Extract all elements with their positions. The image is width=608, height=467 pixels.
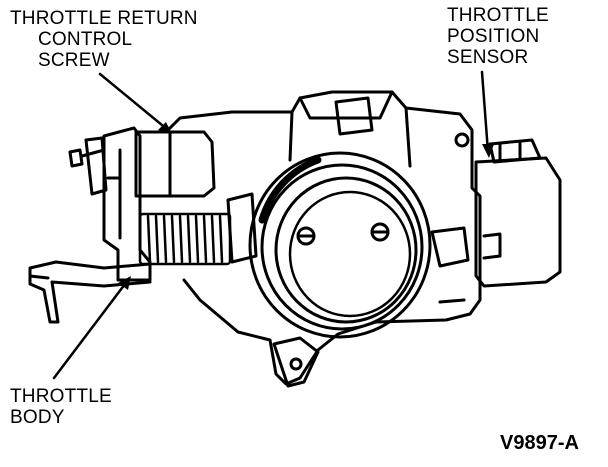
pin-bracket (84, 136, 108, 196)
bore-ring-2 (260, 163, 424, 331)
plate-screw-right (370, 222, 390, 242)
linkage-plate (102, 126, 152, 282)
label-position-sensor: THROTTLE POSITION SENSOR (447, 5, 549, 68)
leader-return-screw (98, 72, 170, 132)
flange-bolt-top (454, 132, 470, 148)
tps-body (474, 156, 562, 288)
label-return-screw-line-3: SCREW (38, 50, 110, 71)
bore-outer-ring (248, 151, 432, 339)
arrow-throttle-body (118, 276, 131, 290)
bore-ring-3 (274, 176, 418, 324)
linkage-plate-detail (106, 148, 122, 240)
arrow-return-screw (158, 122, 172, 134)
label-position-sensor-line-3: SENSOR (447, 47, 529, 68)
bore-neck (288, 90, 412, 168)
label-return-screw: THROTTLE RETURN CONTROL SCREW (10, 8, 198, 71)
leader-position-sensor (480, 70, 490, 154)
label-throttle-body: THROTTLE BODY (10, 386, 112, 428)
spring-housing (134, 130, 216, 198)
throttle-plate (288, 190, 412, 318)
label-position-sensor-line-2: POSITION (447, 26, 540, 47)
neck-cap (334, 96, 374, 136)
bore-shadow (258, 156, 322, 224)
figure-id: V9897-A (500, 432, 579, 454)
stop-pin (68, 148, 106, 168)
label-throttle-body-line-1: THROTTLE (10, 386, 112, 407)
label-return-screw-line-2: CONTROL (38, 29, 133, 50)
return-spring (138, 212, 232, 266)
mounting-hole (289, 357, 303, 371)
leader-throttle-body (52, 278, 130, 380)
spring-clamp (226, 192, 258, 264)
right-flange (430, 226, 470, 304)
tps-connector (488, 138, 542, 164)
arrow-position-sensor (482, 144, 494, 158)
label-return-screw-line-1: THROTTLE RETURN (10, 8, 198, 29)
lever-bend (28, 274, 50, 280)
throttle-lever (28, 260, 152, 324)
mounting-boss (272, 336, 320, 388)
plate-screw-left (296, 226, 316, 246)
label-throttle-body-line-2: BODY (10, 407, 65, 428)
label-position-sensor-line-1: THROTTLE (447, 5, 549, 26)
tps-detail (482, 232, 502, 260)
